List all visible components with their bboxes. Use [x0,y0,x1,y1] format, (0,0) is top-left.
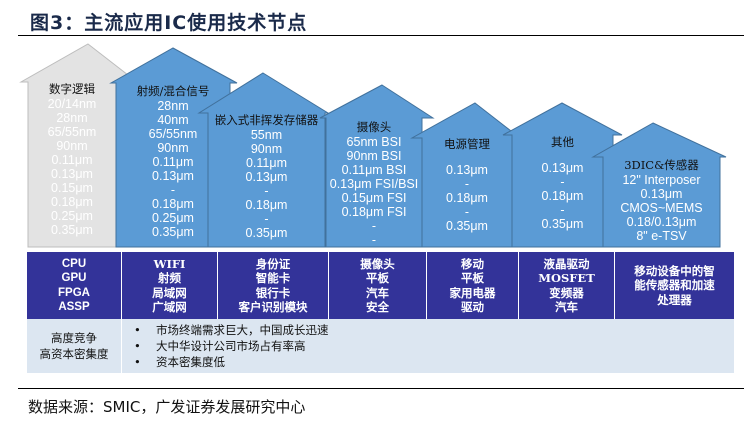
node: 28nm [157,99,189,113]
node: - [560,175,565,189]
node: 28nm [56,111,88,125]
node: 0.18μm [152,197,194,211]
node: - [464,205,470,219]
node: - [464,177,470,191]
node: 0.15μm FSI [341,191,407,205]
node: 0.25μm [51,209,93,223]
market-bullets: 市场终端需求巨大，中国成长迅速大中华设计公司市场占有率高资本密集度低 [121,319,735,373]
house-text-5: 其他 0.13μm-0.18μm-0.35μm [512,135,613,231]
house-label: 嵌入式非挥发存储器 [214,113,319,127]
node: 0.18μm [51,195,93,209]
title-rule [18,35,744,36]
node: 0.35μm [446,219,488,233]
house-text-4: 电源管理 0.13μm-0.18μm-0.35μm [422,137,512,233]
house-camera [319,84,435,248]
node: 0.18μm [446,191,488,205]
node: 0.11μm [245,156,287,170]
house-other [502,102,623,248]
node: 20/14nm [47,97,97,111]
node: 0.35μm [51,223,93,237]
source-note: 数据来源：SMIC，广发证券发展研究中心 [28,398,306,416]
node: 65nm BSI [346,135,402,149]
node: 0.11μm [51,153,93,167]
node: 0.11μm [152,155,194,169]
houses-diagram [19,43,727,248]
node: 0.13μm [245,170,288,184]
house-rf-mixed [109,47,238,248]
node: 0.15μm [51,181,93,195]
node: CMOS~MEMS [620,201,703,215]
figure-title: 图3：主流应用IC使用技术节点 [30,12,308,34]
node: 90nm BSI [346,149,402,163]
node: 0.35μm [152,225,194,239]
node: 65/55nm [47,125,97,139]
house-3dic-sensor [591,122,727,248]
source-rule [18,388,744,389]
node: 0.18μm [245,198,288,212]
app-cell: 身份证智能卡银行卡客户识别模块 [217,252,329,319]
house-label: 3DIC&传感器 [624,158,699,172]
house-label: 射频/混合信号 [136,84,210,98]
node: 0.13μm FSI/BSI [329,177,419,191]
node: 90nm [56,139,88,153]
app-cell: 移动设备中的智能传感器和加速处理器 [614,252,735,319]
node: 90nm [157,141,189,155]
node: 0.13μm [446,163,488,177]
house-label: 数字逻辑 [49,82,95,96]
node: 0.18μm FSI [341,205,407,219]
house-label: 电源管理 [444,137,490,151]
node: 0.13μm [541,161,584,175]
market-label: 高度竞争高资本密集度 [26,319,122,373]
node: 0.18μm [541,189,584,203]
node: - [560,203,565,217]
node: 55nm [250,128,283,142]
node: 12" Interposer [622,173,701,187]
node: - [371,219,377,233]
node: - [264,184,269,198]
node: 0.35μm [245,226,288,240]
node: 0.13μm [152,169,194,183]
node: 0.35μm [541,217,584,231]
node: 65/55nm [148,127,198,141]
app-cell: 移动平板家用电器驱动 [426,252,519,319]
node: - [371,233,377,247]
node: 90nm [250,142,283,156]
node: 0.25μm [152,211,194,225]
house-label: 其他 [551,135,574,149]
node: 0.11μm BSI [341,163,407,177]
node: - [264,212,269,226]
node: 0.13μm [51,167,93,181]
node: 8" e-TSV [636,229,687,243]
node: - [170,183,176,197]
house-embedded-nvm [197,72,330,248]
node: 40nm [157,113,189,127]
node: 0.13μm [640,187,683,201]
app-cell: 摄像头平板汽车安全 [328,252,427,319]
house-label: 摄像头 [356,120,392,134]
node: 0.18/0.13μm [626,215,697,229]
